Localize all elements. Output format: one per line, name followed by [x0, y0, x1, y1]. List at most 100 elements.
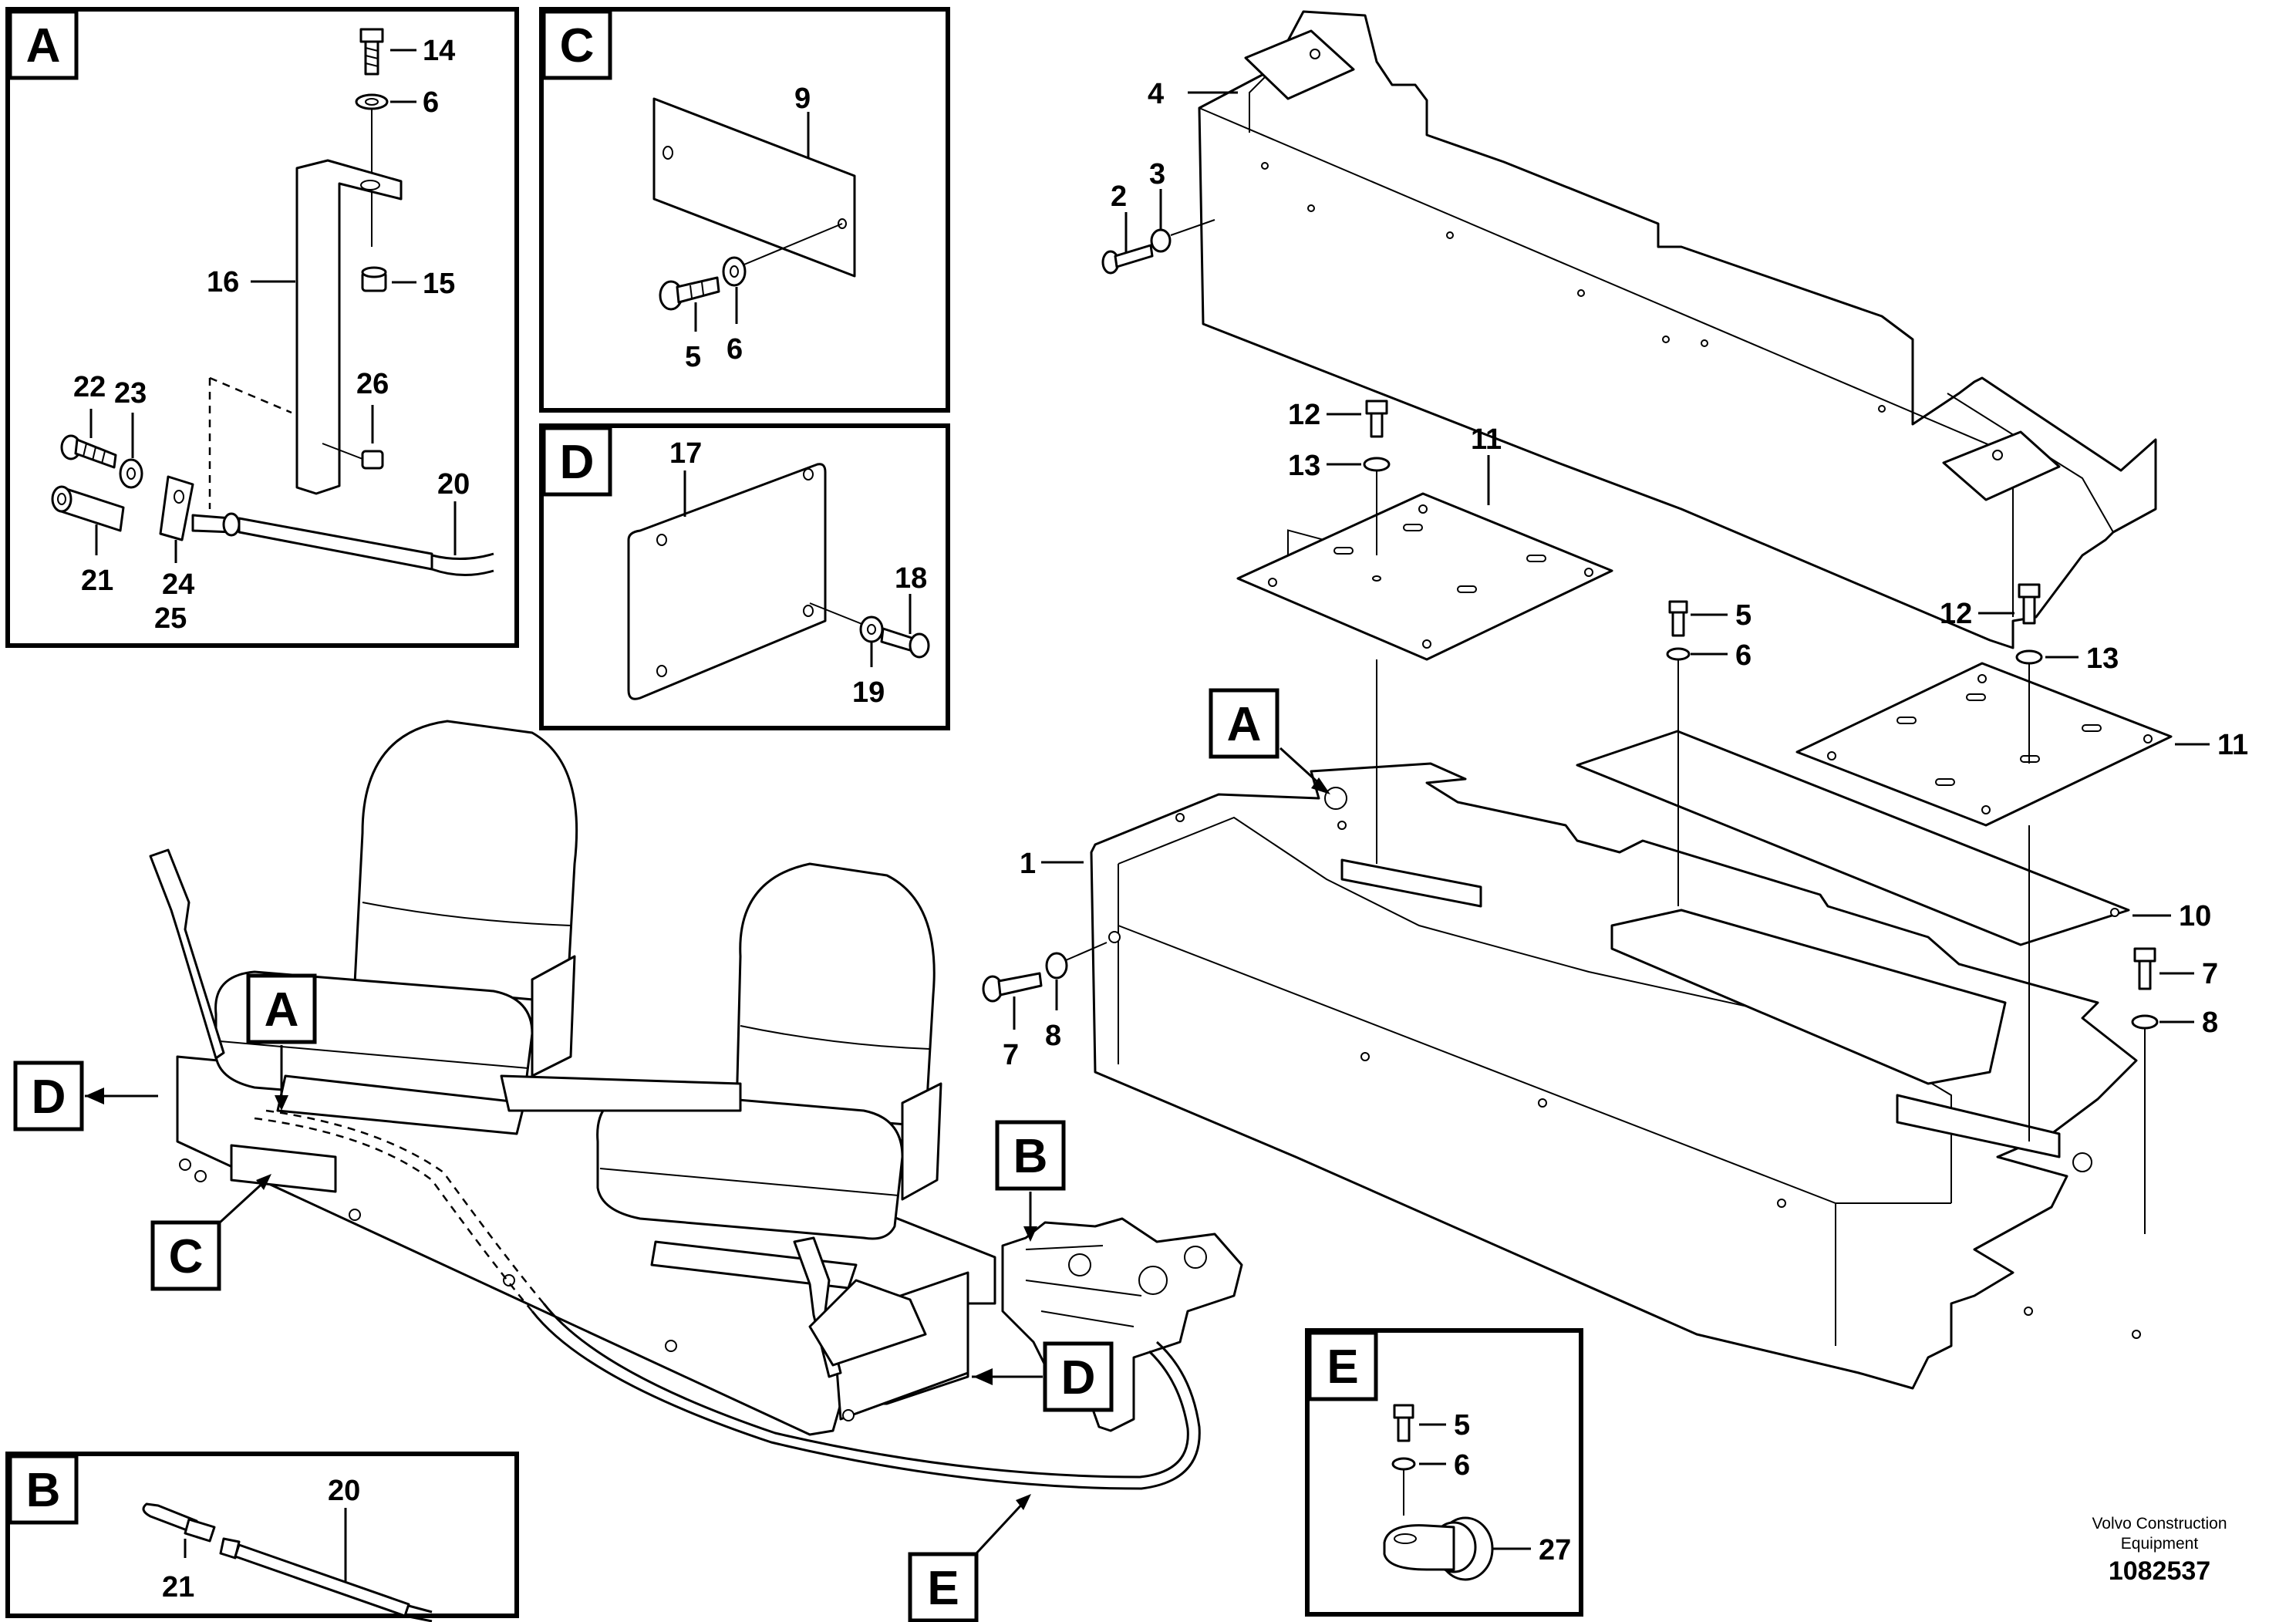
document-number: 1082537: [2109, 1556, 2210, 1586]
part-number-label: 12: [1288, 399, 1320, 431]
part-number-label: 16: [207, 266, 239, 298]
bolt-14: [359, 28, 384, 76]
part-number-label: 2: [1111, 180, 1127, 213]
washer-6: [1666, 647, 1691, 661]
panel-b-tag: [8, 1454, 79, 1525]
control-cable-main: [531, 1310, 1201, 1490]
part-number-label: 6: [423, 86, 439, 119]
bolt-12: [1365, 400, 1388, 438]
callout-a-seat: [246, 973, 317, 1044]
cover-plate-9: [652, 97, 856, 278]
callout-c-seat: [150, 1220, 221, 1291]
part-number-label: A: [1227, 698, 1262, 751]
bracket-16: [295, 159, 403, 495]
panel-b-letter: B: [26, 1464, 61, 1517]
part-number-label: 6: [1454, 1449, 1470, 1482]
part-number-label: C: [169, 1230, 204, 1283]
seat-cushion-right: [596, 1090, 904, 1240]
pilot-valve: [1001, 1217, 1243, 1432]
panel-d-letter: D: [560, 436, 595, 489]
detail-panel-b: B 20 21: [5, 1452, 519, 1622]
bolt-2: [1101, 244, 1154, 275]
callout-a-main: [1209, 688, 1279, 759]
nut-15: [361, 266, 387, 292]
part-number-label: 10: [2179, 900, 2211, 932]
detail-panel-e: E 5 6 27: [1305, 1328, 1583, 1617]
panel-c-tag: [541, 9, 612, 80]
clip-24: [159, 475, 194, 541]
cover-plate-10: [1576, 730, 2130, 946]
washer-3: [1150, 228, 1172, 253]
washer-13: [1363, 457, 1391, 472]
part-number-label: 19: [852, 676, 885, 709]
panel-c-letter: C: [560, 19, 595, 73]
part-number-label: 11: [2217, 729, 2248, 761]
panel-e-letter: E: [1327, 1340, 1358, 1394]
part-number-label: 7: [1003, 1039, 1019, 1071]
part-number-label: 27: [1539, 1534, 1571, 1566]
bolt-7: [982, 972, 1043, 1003]
panel-e-tag: [1307, 1330, 1378, 1401]
cable-clamp-27: [1383, 1516, 1494, 1581]
part-number-label: E: [927, 1562, 959, 1615]
bolt-18: [880, 627, 930, 659]
part-number-label: 21: [81, 565, 113, 597]
cover-plate-17: [627, 463, 827, 700]
part-number-label: 18: [895, 562, 927, 595]
part-number-label: 25: [154, 602, 187, 635]
seat-backrest-right: [735, 862, 936, 1128]
part-number-label: B: [1013, 1130, 1048, 1183]
bolt-5: [659, 276, 720, 311]
part-number-label: 4: [1148, 78, 1164, 110]
bolt-7: [2133, 947, 2156, 990]
part-number-label: 5: [1735, 599, 1752, 632]
part-number-label: 5: [1454, 1409, 1470, 1442]
part-number-label: 15: [423, 268, 455, 300]
part-number-label: 26: [356, 368, 389, 400]
part-number-label: 5: [685, 341, 701, 373]
part-number-label: 6: [727, 333, 743, 366]
company-name-2: Equipment: [2121, 1535, 2199, 1553]
bolt-12: [2018, 583, 2041, 625]
bolt-5: [1393, 1404, 1414, 1442]
panel-a-letter: A: [26, 19, 61, 73]
part-number-label: 24: [162, 568, 194, 601]
part-number-label: 9: [794, 83, 811, 115]
seat-assembly: [149, 720, 996, 1436]
callout-b-valve: [995, 1120, 1066, 1191]
part-number-label: 17: [669, 437, 702, 470]
company-name: Volvo Construction: [2092, 1515, 2227, 1533]
clevis-pin-21: [51, 485, 125, 532]
washer-6: [722, 256, 747, 287]
part-number-label: A: [265, 983, 299, 1037]
detail-panel-c: C 9 5 6: [539, 7, 950, 413]
bolt-5: [1668, 600, 1688, 637]
part-number-label: 23: [114, 377, 147, 410]
part-number-label: 8: [1045, 1020, 1061, 1052]
part-number-label: D: [1061, 1351, 1096, 1404]
mounting-plate-11: [1236, 492, 1613, 661]
joystick-left: [149, 848, 225, 1060]
seat-backrest-left: [353, 720, 578, 1004]
part-number-label: 11: [1471, 423, 1502, 456]
panel-d-tag: [541, 426, 612, 497]
part-number-label: 14: [423, 35, 455, 67]
part-number-label: 13: [1288, 450, 1320, 482]
part-number-label: 3: [1149, 158, 1165, 191]
callout-d-valve: [1043, 1341, 1114, 1412]
washer-8: [1045, 952, 1068, 980]
part-number-label: 22: [73, 371, 106, 403]
part-number-label: 20: [437, 468, 470, 501]
part-number-label: 6: [1735, 639, 1752, 672]
control-cable-20: [142, 1502, 433, 1622]
callout-e-cable: [908, 1552, 979, 1622]
part-number-label: 1: [1020, 848, 1036, 880]
detail-panel-d: D 17 19 18: [539, 423, 950, 730]
part-number-label: 13: [2086, 642, 2119, 675]
nut-26: [361, 450, 384, 470]
bolt-22: [60, 434, 117, 469]
washer-23: [119, 458, 143, 489]
part-number-label: 20: [328, 1475, 360, 1507]
detail-panel-a: A 14 6 16 15 26: [5, 7, 519, 648]
